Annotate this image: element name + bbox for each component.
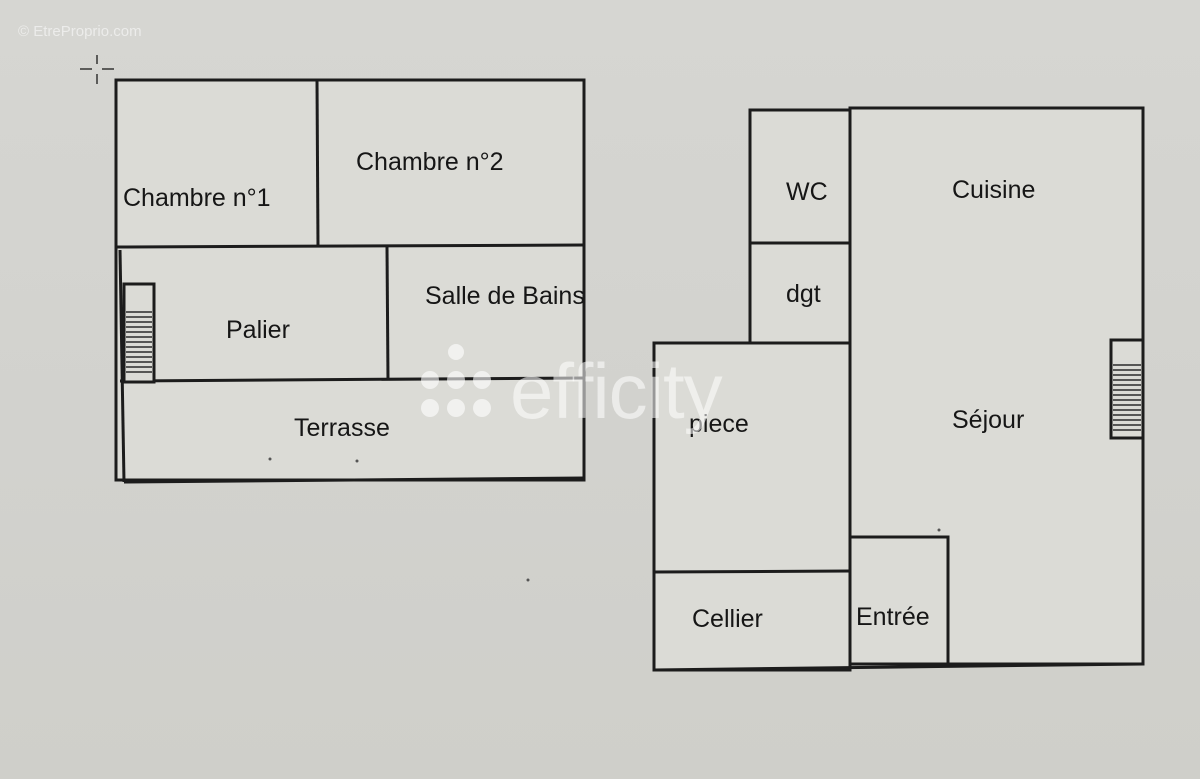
wall-top-rooms-bottom	[115, 243, 585, 249]
crosshair-icon	[80, 55, 114, 84]
room-label-sejour: Séjour	[952, 406, 1025, 434]
wall-palier-divider	[385, 246, 390, 381]
upper-staircase	[122, 282, 156, 384]
main-block	[848, 106, 1145, 666]
ground-staircase	[1109, 338, 1145, 440]
corner-watermark: © EtreProprio.com	[18, 23, 142, 40]
upper-floor-plan	[114, 78, 586, 484]
wall-terrasse-top	[119, 376, 585, 383]
efficity-logo-icon	[421, 344, 491, 417]
room-label-terrasse: Terrasse	[294, 414, 390, 442]
room-label-cuisine: Cuisine	[952, 176, 1036, 204]
ground-floor-plan	[652, 106, 1145, 672]
speck-marks	[268, 457, 941, 582]
wc-dgt-block	[748, 108, 852, 345]
wall-terrasse-bottom	[123, 476, 585, 484]
efficity-watermark: efficity	[510, 347, 723, 435]
wall-chambre-divider	[315, 79, 320, 248]
wall-entree	[850, 535, 950, 666]
wall-bottom-join	[653, 662, 1144, 672]
upper-floor-outline	[114, 78, 586, 482]
wall-inner-left	[118, 249, 126, 483]
room-label-cellier: Cellier	[692, 605, 763, 633]
wall-piece-cellier	[653, 569, 851, 574]
room-label-piece: piece	[689, 410, 749, 438]
room-label-chambre-2: Chambre n°2	[356, 148, 504, 176]
room-label-wc: WC	[786, 178, 828, 206]
room-label-salle-de-bains: Salle de Bains	[425, 282, 585, 310]
room-label-entree: Entrée	[856, 603, 930, 631]
left-block	[652, 341, 852, 672]
room-label-palier: Palier	[226, 316, 290, 344]
room-label-dgt: dgt	[786, 280, 821, 308]
room-label-chambre-1: Chambre n°1	[123, 184, 271, 212]
